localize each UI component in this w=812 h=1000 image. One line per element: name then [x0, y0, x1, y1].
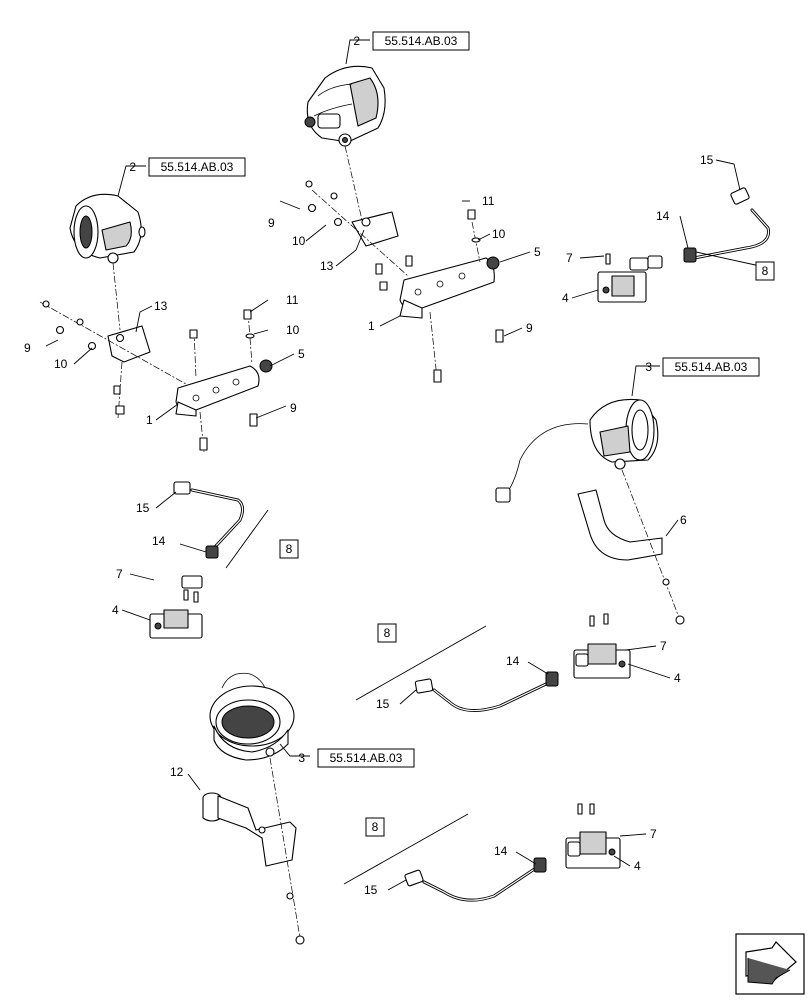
- callout-9: 9: [268, 216, 275, 230]
- relay-harness-bottom: [343, 803, 621, 902]
- callout-13: 13: [154, 299, 168, 313]
- callout-14: 14: [494, 844, 508, 858]
- callout-9: 9: [526, 321, 533, 335]
- callout-8-box-bottom: 8: [365, 817, 385, 837]
- callout-1: 1: [146, 413, 153, 427]
- callout-4: 4: [634, 859, 641, 873]
- callout-15: 15: [700, 153, 714, 167]
- callout-6: 6: [680, 513, 687, 527]
- callout-4: 4: [674, 671, 681, 685]
- callout-11: 11: [482, 194, 495, 208]
- reference-box-right: 3 55.514.AB.03: [645, 357, 760, 377]
- callout-15: 15: [136, 501, 150, 515]
- callout-7: 7: [650, 827, 657, 841]
- callout-3: 3: [645, 360, 652, 374]
- callout-8-box-left: 8: [279, 539, 299, 559]
- callout-7: 7: [116, 567, 123, 581]
- callout-13: 13: [320, 259, 334, 273]
- relay-harness-left: [149, 481, 269, 639]
- reference-code: 55.514.AB.03: [330, 751, 403, 765]
- svg-text:8: 8: [384, 626, 391, 640]
- callout-15: 15: [376, 697, 390, 711]
- navigation-arrow-icon[interactable]: [735, 933, 805, 995]
- reference-box-top: 2 55.514.AB.03: [353, 31, 470, 51]
- callout-4: 4: [562, 291, 569, 305]
- callout-14: 14: [656, 209, 670, 223]
- lamp-assembly-bottom-left: [202, 672, 305, 945]
- callout-7: 7: [566, 251, 573, 265]
- callout-8-box-center: 8: [377, 623, 397, 643]
- reference-box-bottom: 3 55.514.AB.03: [298, 748, 415, 768]
- callout-9: 9: [24, 341, 31, 355]
- callout-12: 12: [170, 765, 184, 779]
- callout-11: 11: [286, 293, 299, 307]
- callout-14: 14: [152, 534, 166, 548]
- callout-10: 10: [286, 323, 300, 337]
- callout-8-box-top-right: 8: [755, 261, 775, 281]
- callout-9: 9: [290, 401, 297, 415]
- callout-10: 10: [54, 357, 68, 371]
- callout-2: 2: [129, 160, 136, 174]
- callout-10: 10: [292, 234, 306, 248]
- callout-14: 14: [506, 654, 520, 668]
- callout-3: 3: [298, 751, 305, 765]
- callout-numbers: 11 10 5 9 9 10 13 1 11 10 5 9 13 9 10 1 …: [24, 153, 714, 897]
- callout-1: 1: [368, 319, 375, 333]
- lamp-assembly-top-center: [304, 65, 504, 383]
- callout-15: 15: [364, 883, 378, 897]
- reference-code: 55.514.AB.03: [385, 34, 458, 48]
- reference-code: 55.514.AB.03: [675, 360, 748, 374]
- reference-code: 55.514.AB.03: [161, 160, 234, 174]
- callout-4: 4: [112, 603, 119, 617]
- lamp-assembly-right: [495, 398, 685, 625]
- relay-harness-top-right: [597, 187, 771, 303]
- callout-leaders: [45, 39, 741, 891]
- callout-7: 7: [660, 639, 667, 653]
- svg-text:8: 8: [762, 264, 769, 278]
- callout-10: 10: [492, 227, 506, 241]
- svg-text:8: 8: [372, 820, 379, 834]
- reference-box-left: 2 55.514.AB.03: [129, 157, 246, 177]
- callout-2: 2: [353, 34, 360, 48]
- callout-5: 5: [298, 347, 305, 361]
- callout-5: 5: [534, 245, 541, 259]
- lamp-assembly-left: [39, 193, 273, 453]
- svg-text:8: 8: [286, 542, 293, 556]
- relay-harness-center: [355, 613, 631, 712]
